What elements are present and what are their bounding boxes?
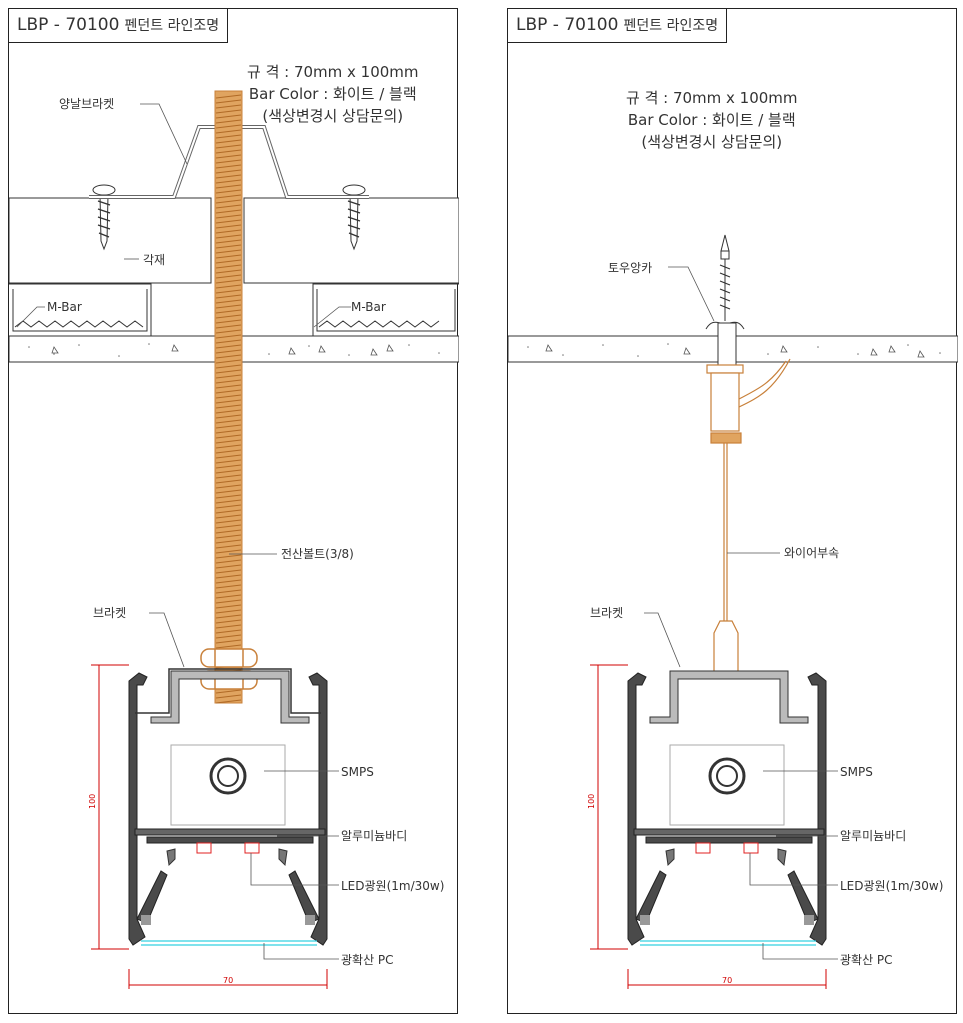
spec-size: 규 격 : 70mm x 100mm bbox=[626, 89, 798, 107]
dimension-height: 100 bbox=[88, 794, 97, 809]
dimension-height: 100 bbox=[587, 794, 596, 809]
label-aluminum-body: 알루미늄바디 bbox=[840, 829, 906, 843]
label-diffuser-pc: 광확산 PC bbox=[341, 953, 394, 967]
luminaire-profile bbox=[128, 668, 328, 946]
leader-lines bbox=[16, 103, 351, 960]
dimension-lines bbox=[91, 664, 328, 989]
label-diffuser-pc: 광확산 PC bbox=[840, 953, 893, 967]
title-right: LBP - 70100 펜던트 라인조명 bbox=[508, 9, 728, 43]
spec-color: Bar Color : 화이트 / 블랙 bbox=[248, 85, 417, 103]
toggle-anchor bbox=[705, 234, 745, 366]
title-type: 펜던트 라인조명 bbox=[623, 18, 719, 34]
spec-note: (색상변경시 상담문의) bbox=[641, 133, 783, 151]
dimension-width: 70 bbox=[722, 976, 732, 985]
label-m-bar-left: M-Bar bbox=[47, 300, 82, 314]
label-bracket: 브라켓 bbox=[93, 606, 126, 620]
leader-lines bbox=[644, 266, 838, 960]
label-led-source: LED광원(1m/30w) bbox=[341, 879, 444, 893]
threaded-bolt bbox=[214, 90, 243, 704]
label-led-source: LED광원(1m/30w) bbox=[840, 879, 943, 893]
label-bracket: 브라켓 bbox=[590, 606, 623, 620]
drawing-panel-right: 100 70 토우앙카 와이어부속 브라켓 SMPS 알루미늄바디 LED광원(… bbox=[507, 8, 958, 1014]
spec-block-left: 규 격 : 70mm x 100mm Bar Color : 화이트 / 블랙 … bbox=[247, 61, 419, 127]
wire-holder bbox=[706, 358, 791, 674]
dimension-width: 70 bbox=[223, 976, 233, 985]
spec-note: (색상변경시 상담문의) bbox=[262, 107, 404, 125]
label-wood-batten: 각재 bbox=[143, 253, 165, 267]
label-toggle-anchor: 토우앙카 bbox=[608, 261, 652, 275]
luminaire-profile bbox=[627, 670, 827, 946]
label-double-bracket: 양날브라켓 bbox=[59, 97, 114, 111]
label-m-bar-right: M-Bar bbox=[351, 300, 386, 314]
left-drawing: 100 70 양날브라켓 각재 M-Bar M-Bar 전산볼트(3/8) 브라… bbox=[9, 90, 459, 989]
title-type: 펜던트 라인조명 bbox=[124, 18, 220, 34]
wood-batten-left bbox=[9, 197, 212, 284]
m-bar-right bbox=[312, 283, 459, 337]
label-wire-fitting: 와이어부속 bbox=[784, 546, 839, 560]
title-model: LBP - 70100 bbox=[17, 15, 120, 35]
label-smps: SMPS bbox=[341, 765, 374, 779]
title-model: LBP - 70100 bbox=[516, 15, 619, 35]
dimension-lines bbox=[590, 664, 827, 989]
label-aluminum-body: 알루미늄바디 bbox=[341, 829, 407, 843]
label-threaded-bolt: 전산볼트(3/8) bbox=[281, 547, 354, 561]
screw-right bbox=[342, 184, 366, 251]
label-smps: SMPS bbox=[840, 765, 873, 779]
m-bar-left bbox=[9, 283, 152, 337]
right-drawing: 100 70 토우앙카 와이어부속 브라켓 SMPS 알루미늄바디 LED광원(… bbox=[508, 234, 958, 989]
title-left: LBP - 70100 펜던트 라인조명 bbox=[9, 9, 229, 43]
spec-color: Bar Color : 화이트 / 블랙 bbox=[627, 111, 796, 129]
drawing-panel-left: 100 70 양날브라켓 각재 M-Bar M-Bar 전산볼트(3/8) 브라… bbox=[8, 8, 459, 1014]
spec-size: 규 격 : 70mm x 100mm bbox=[247, 63, 419, 81]
spec-block-right: 규 격 : 70mm x 100mm Bar Color : 화이트 / 블랙 … bbox=[626, 87, 798, 153]
